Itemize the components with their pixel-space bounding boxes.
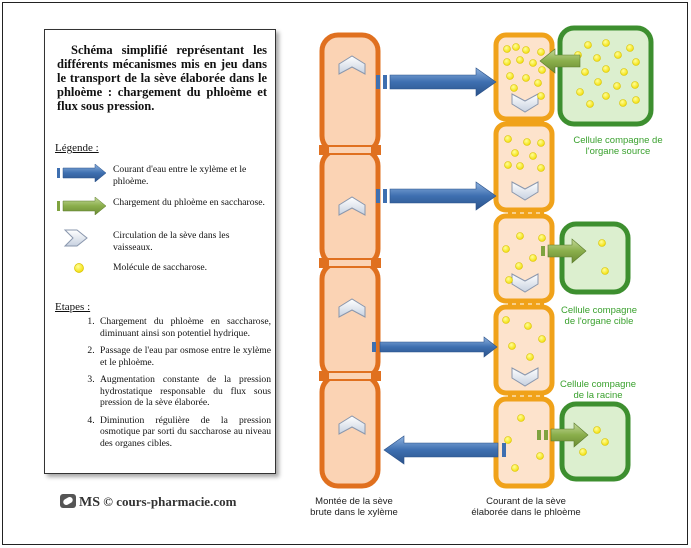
caption-source-cell: Cellule compagne de l'organe source [573,135,663,157]
footer-credit: MS © cours-pharmacie.com [60,494,236,511]
sucrose-unloading-arrow [537,422,589,448]
blue-arrow-icon [57,164,107,182]
caption-phloem: Courant de la sève élaborée dans le phlo… [471,496,581,518]
step-item: Passage de l'eau par osmose entre le xyl… [97,345,271,368]
steps-heading: Etapes : [55,301,91,313]
phloem-segment [493,396,555,489]
xylem-vessel [319,32,381,489]
legend-item-circulation-text: Circulation de la sève dans les vaisseau… [113,230,230,253]
steps-list: Chargement du phloème en saccharose, dim… [65,316,271,455]
legend-panel: Schéma simplifié représentant les différ… [44,29,276,474]
diagram-title: Schéma simplifié représentant les différ… [57,43,267,113]
xylem-segment [319,260,381,381]
water-flow-arrow [376,181,497,211]
legend-item-sucrose-loading-text: Chargement du phloème en saccharose. [113,197,265,208]
xylem-segment [319,32,381,155]
legend-heading: Légende : [55,142,99,154]
pill-logo-icon [60,494,76,508]
companion-cell-root [559,401,631,482]
water-flow-arrow [376,67,497,97]
caption-target-cell: Cellule compagne de l'organe cible [560,305,638,327]
water-flow-arrow [372,336,498,358]
green-arrow-icon [57,197,107,215]
step-item: Augmentation constante de la pression hy… [97,374,271,409]
companion-cell-target [559,221,631,295]
footer-site-text: © cours-pharmacie.com [103,494,237,509]
footer-logo-text: MS [79,495,100,510]
sucrose-unloading-arrow [541,238,587,264]
sucrose-loading-arrow [539,48,581,74]
step-item: Diminution régulière de la pression osmo… [97,415,271,450]
xylem-segment [319,373,381,489]
caption-root-cell: Cellule compagne de la racine [559,379,637,401]
caption-xylem: Montée de la sève brute dans le xylème [310,496,398,518]
chevron-icon [63,229,88,247]
companion-cell-source [557,25,654,127]
legend-item-water-text: Courant d'eau entre le xylème et le phlo… [113,164,247,187]
water-flow-arrow [383,435,506,465]
step-item: Chargement du phloème en saccharose, dim… [97,316,271,339]
legend-item-sucrose-text: Molécule de saccharose. [113,262,208,273]
phloem-vessel [493,32,555,489]
sucrose-molecules-phloem [502,43,546,472]
yellow-dot-icon [74,263,84,273]
